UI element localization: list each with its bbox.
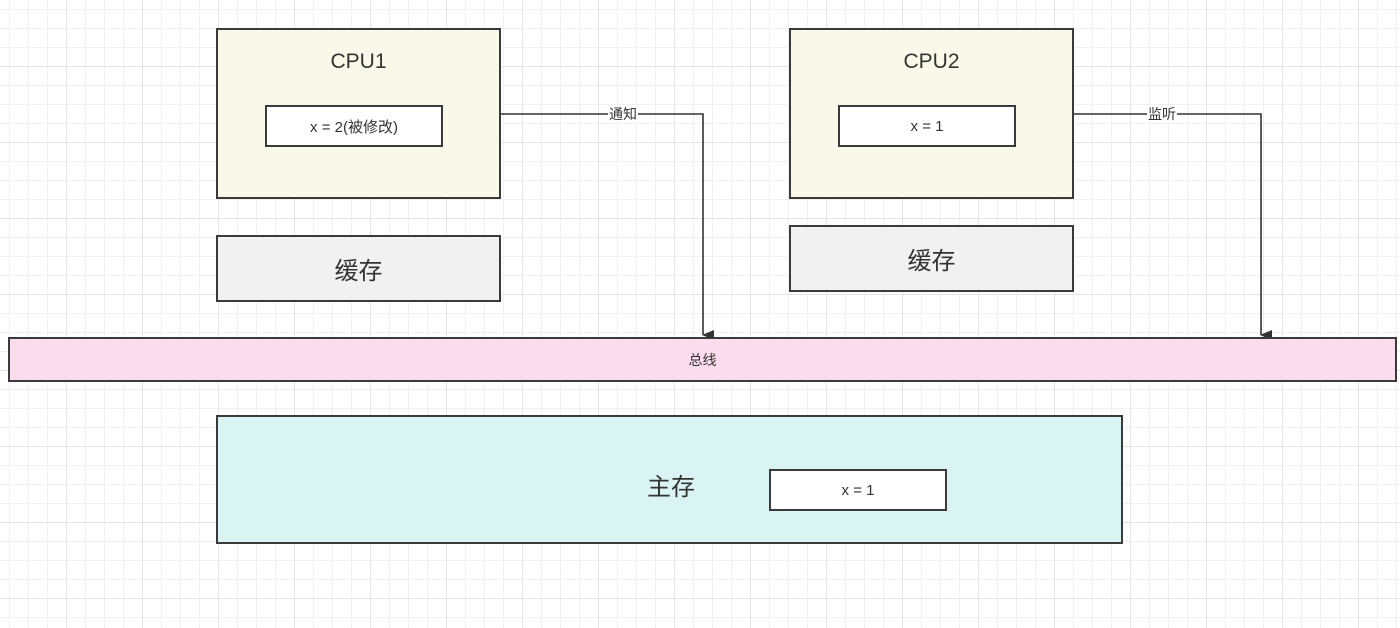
cpu1-box[interactable]: CPU1 x = 2(被修改) — [216, 28, 501, 199]
cpu1-value[interactable]: x = 2(被修改) — [265, 105, 443, 147]
bus-box[interactable]: 总线 — [8, 337, 1397, 382]
cache1-box[interactable]: 缓存 — [216, 235, 501, 302]
cpu2-box[interactable]: CPU2 x = 1 — [789, 28, 1074, 199]
cache2-box[interactable]: 缓存 — [789, 225, 1074, 292]
cpu2-value[interactable]: x = 1 — [838, 105, 1016, 147]
notify-arrow — [501, 113, 714, 340]
notify-label: 通知 — [608, 106, 638, 122]
cpu1-title: CPU1 — [330, 50, 387, 73]
main-memory-box[interactable]: 主存 x = 1 — [216, 415, 1123, 544]
cpu2-title: CPU2 — [903, 50, 960, 73]
main-memory-label: 主存 — [647, 474, 695, 501]
listen-label: 监听 — [1147, 106, 1177, 122]
listen-arrow — [1074, 113, 1272, 340]
memory-value[interactable]: x = 1 — [769, 469, 947, 511]
